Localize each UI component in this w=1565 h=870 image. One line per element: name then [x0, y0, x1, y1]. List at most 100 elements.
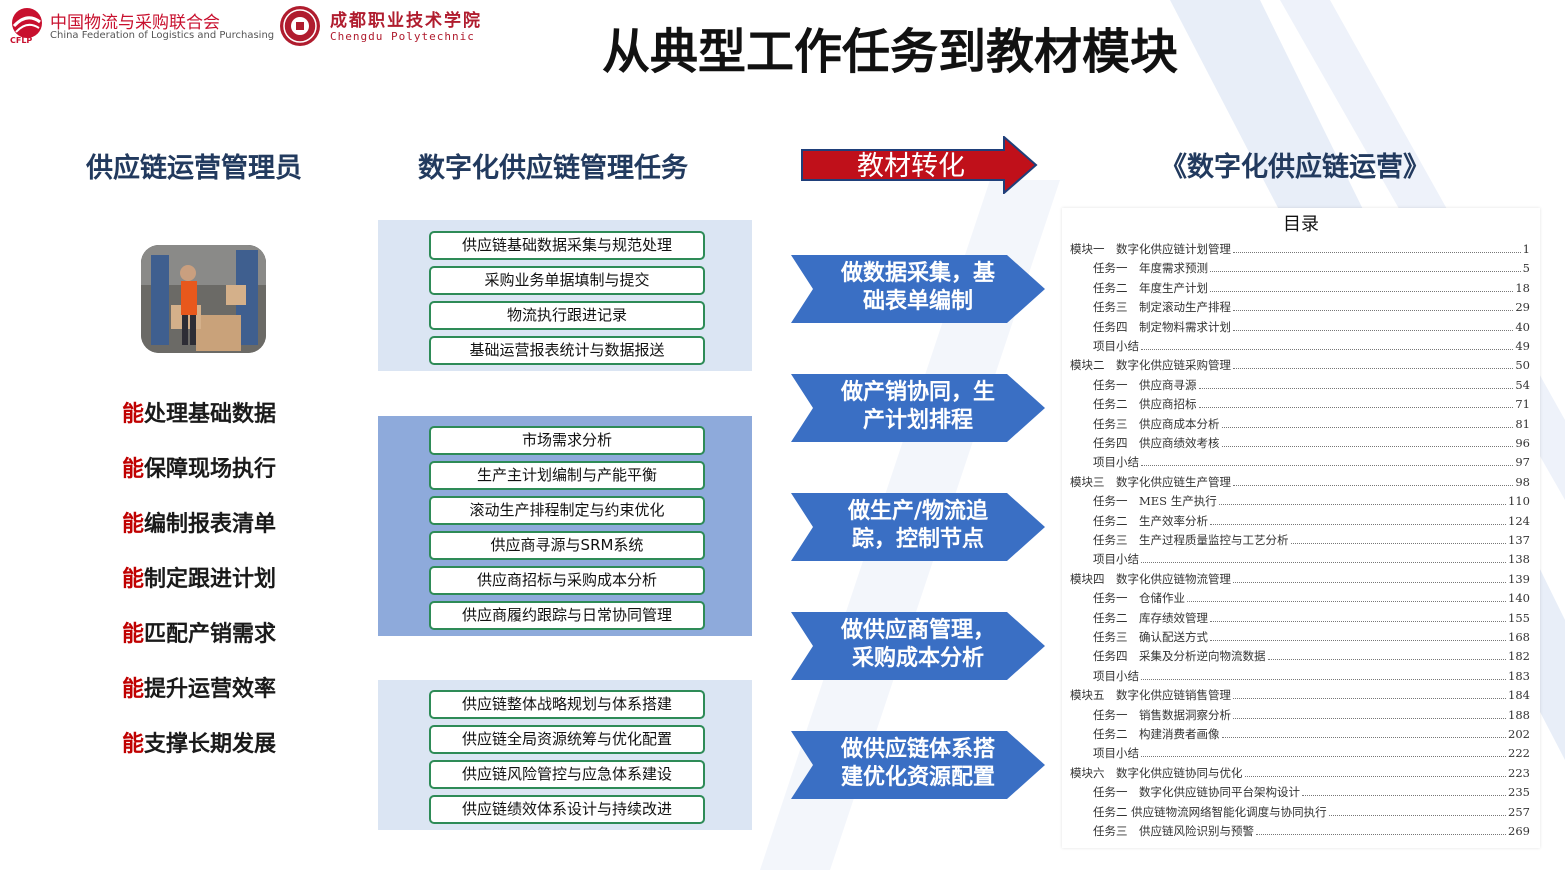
toc-leader-dots [1198, 398, 1514, 409]
toc-leader-dots [1233, 301, 1514, 312]
toc-page-number: 71 [1515, 397, 1530, 412]
toc-label: 模块三 数字化供应链生产管理 [1070, 474, 1231, 489]
toc-leader-dots [1233, 359, 1514, 370]
task-box: 生产主计划编制与产能平衡 [429, 461, 705, 490]
toc-leader-dots [1210, 612, 1507, 622]
chengdu-polytechnic-logo: 成都职业技术学院 Chengdu Polytechnic [278, 4, 508, 48]
toc-leader-dots [1244, 767, 1507, 777]
chevron-arrow: 做数据采集，基础表单编制 [791, 255, 1047, 323]
book-title: 《数字化供应链运营》 [1160, 152, 1430, 183]
toc-label: 任务三 供应商成本分析 [1093, 416, 1220, 431]
toc-label: 项目小结 [1093, 668, 1139, 683]
task-box: 采购业务单据填制与提交 [429, 266, 705, 295]
task-box: 供应商履约跟踪与日常协同管理 [429, 601, 705, 630]
page-title: 从典型工作任务到教材模块 [601, 24, 1178, 80]
ability-item: 能编制报表清单 [122, 512, 277, 537]
warehouse-worker-photo [141, 245, 266, 353]
toc-label: 任务一 MES 生产执行 [1093, 494, 1217, 509]
toc-page-number: 184 [1508, 688, 1530, 703]
toc-page-number: 202 [1508, 727, 1530, 741]
toc-title: 目录 [1283, 214, 1319, 235]
toc-leader-dots [1233, 321, 1514, 331]
toc-leader-dots [1210, 262, 1521, 273]
toc-page-number: 257 [1508, 804, 1530, 819]
chevron-arrow: 做生产/物流追踪，控制节点 [791, 493, 1047, 561]
transform-arrow: 教材转化 [800, 136, 1038, 194]
college-seal-icon [280, 6, 320, 46]
toc-leader-dots [1267, 650, 1507, 661]
toc-label: 模块六 数字化供应链协同与优化 [1070, 765, 1243, 780]
toc-leader-dots [1210, 282, 1514, 292]
task-box: 供应链风险管控与应急体系建设 [429, 760, 705, 789]
toc-page-number: 269 [1508, 824, 1530, 838]
ability-item: 能支撑长期发展 [122, 732, 277, 757]
toc-label: 项目小结 [1093, 746, 1139, 761]
toc-label: 任务三 生产过程质量监控与工艺分析 [1093, 533, 1289, 547]
chevron-label: 做供应链体系搭 [840, 737, 995, 762]
ability-item: 能匹配产销需求 [122, 622, 277, 647]
toc-task-row: 任务三 供应商成本分析 81 [1093, 416, 1530, 435]
task-group-basic: 供应链基础数据采集与规范处理 采购业务单据填制与提交 物流执行跟进记录 基础运营… [378, 220, 752, 371]
toc-task-row: 项目小结 222 [1093, 745, 1530, 764]
toc-leader-dots [1141, 553, 1507, 564]
toc-leader-dots [1290, 534, 1507, 544]
toc-page-number: 81 [1515, 416, 1530, 431]
transform-label: 教材转化 [857, 151, 965, 182]
ability-item: 能处理基础数据 [122, 402, 277, 427]
chevron-arrow: 做供应商管理，采购成本分析 [791, 612, 1047, 680]
toc-task-row: 任务二 构建消费者画像 202 [1093, 726, 1530, 745]
toc-page-number: 223 [1508, 765, 1530, 780]
toc-page-number: 183 [1508, 668, 1530, 683]
toc-task-row: 任务一 销售数据洞察分析 188 [1093, 707, 1530, 726]
toc-label: 任务一 销售数据洞察分析 [1093, 707, 1231, 722]
chevron-arrow: 做供应链体系搭建优化资源配置 [791, 731, 1047, 799]
chevron-label: 做生产/物流追 [847, 499, 989, 524]
toc-task-row: 项目小结 97 [1093, 454, 1530, 473]
task-box: 市场需求分析 [429, 426, 705, 455]
toc-leader-dots [1233, 573, 1507, 583]
toc-leader-dots [1141, 747, 1507, 758]
toc-leader-dots [1302, 786, 1507, 797]
toc-leader-dots [1210, 631, 1507, 641]
transform-arrow-shape [801, 136, 1038, 194]
toc-page-number: 168 [1508, 630, 1530, 644]
task-group-operations: 市场需求分析 生产主计划编制与产能平衡 滚动生产排程制定与约束优化 供应商寻源与… [378, 416, 752, 636]
toc-page-number: 155 [1508, 610, 1530, 625]
chevron-label: 踪，控制节点 [851, 527, 984, 552]
toc-page-number: 1 [1522, 242, 1530, 256]
toc-label: 任务二 构建消费者画像 [1093, 727, 1220, 741]
task-box: 滚动生产排程制定与约束优化 [429, 496, 705, 525]
toc-leader-dots [1218, 495, 1507, 506]
toc-leader-dots [1233, 476, 1514, 486]
toc-label: 项目小结 [1093, 455, 1139, 470]
toc-leader-dots [1141, 340, 1514, 350]
toc-leader-dots [1256, 825, 1507, 835]
task-box: 供应链基础数据采集与规范处理 [429, 231, 705, 260]
toc-page-number: 18 [1515, 280, 1530, 295]
toc-page-number: 110 [1508, 494, 1530, 509]
chevron-arrow: 做产销协同，生产计划排程 [791, 374, 1047, 442]
tasks-heading: 数字化供应链管理任务 [418, 153, 688, 184]
toc-page-number: 188 [1508, 707, 1530, 722]
toc-page-number: 97 [1515, 455, 1530, 470]
task-box: 基础运营报表统计与数据报送 [429, 336, 705, 365]
toc-page-number: 139 [1508, 571, 1530, 586]
toc-leader-dots [1210, 515, 1507, 525]
toc-leader-dots [1221, 728, 1507, 738]
toc-page-number: 222 [1508, 746, 1530, 761]
cflp-abbr: CFLP [10, 36, 33, 45]
task-box: 供应链绩效体系设计与持续改进 [429, 795, 705, 824]
chevron-label: 做产销协同，生 [840, 380, 995, 405]
